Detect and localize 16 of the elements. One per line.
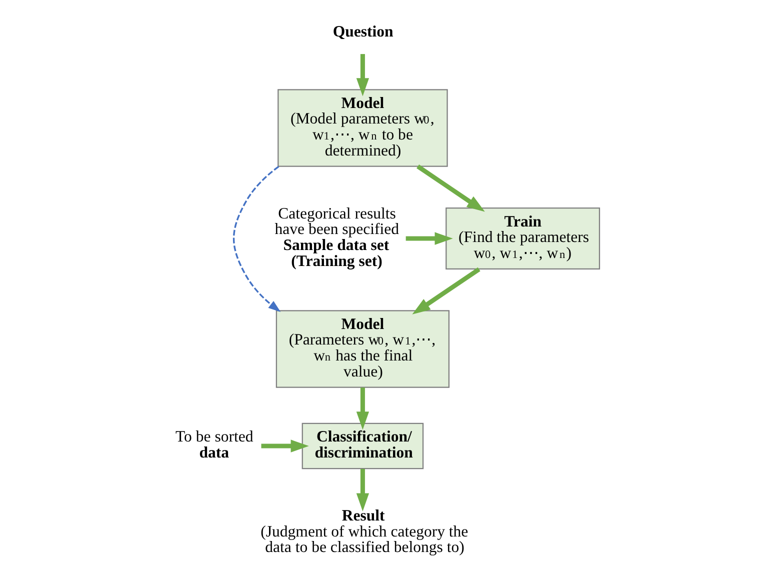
node-box: Train (Find the parameters w0, w1,⋯, wn) xyxy=(446,208,600,270)
node-text: Result (Judgment of which category the data to be classified belongs to) xyxy=(260,508,468,556)
arrow xyxy=(232,166,281,312)
node-text: To be sorted data xyxy=(176,428,254,462)
node-text: Question xyxy=(332,23,394,40)
arrow xyxy=(416,164,485,212)
arrow xyxy=(356,468,370,512)
arrow xyxy=(412,267,480,314)
node-box: Model (Model parameters w0, w1,⋯, wn to be determined) xyxy=(278,89,448,167)
arrow xyxy=(356,54,370,96)
arrow xyxy=(261,440,309,452)
node-box: Classification/ discrimination xyxy=(302,422,424,470)
node-text: Categorical results have been specified Sample data set (Training set) xyxy=(274,205,400,270)
arrow xyxy=(356,388,370,430)
arrow xyxy=(406,232,453,245)
node-box: Model (Parameters w0, w1,⋯, wn has the final value) xyxy=(276,310,450,388)
